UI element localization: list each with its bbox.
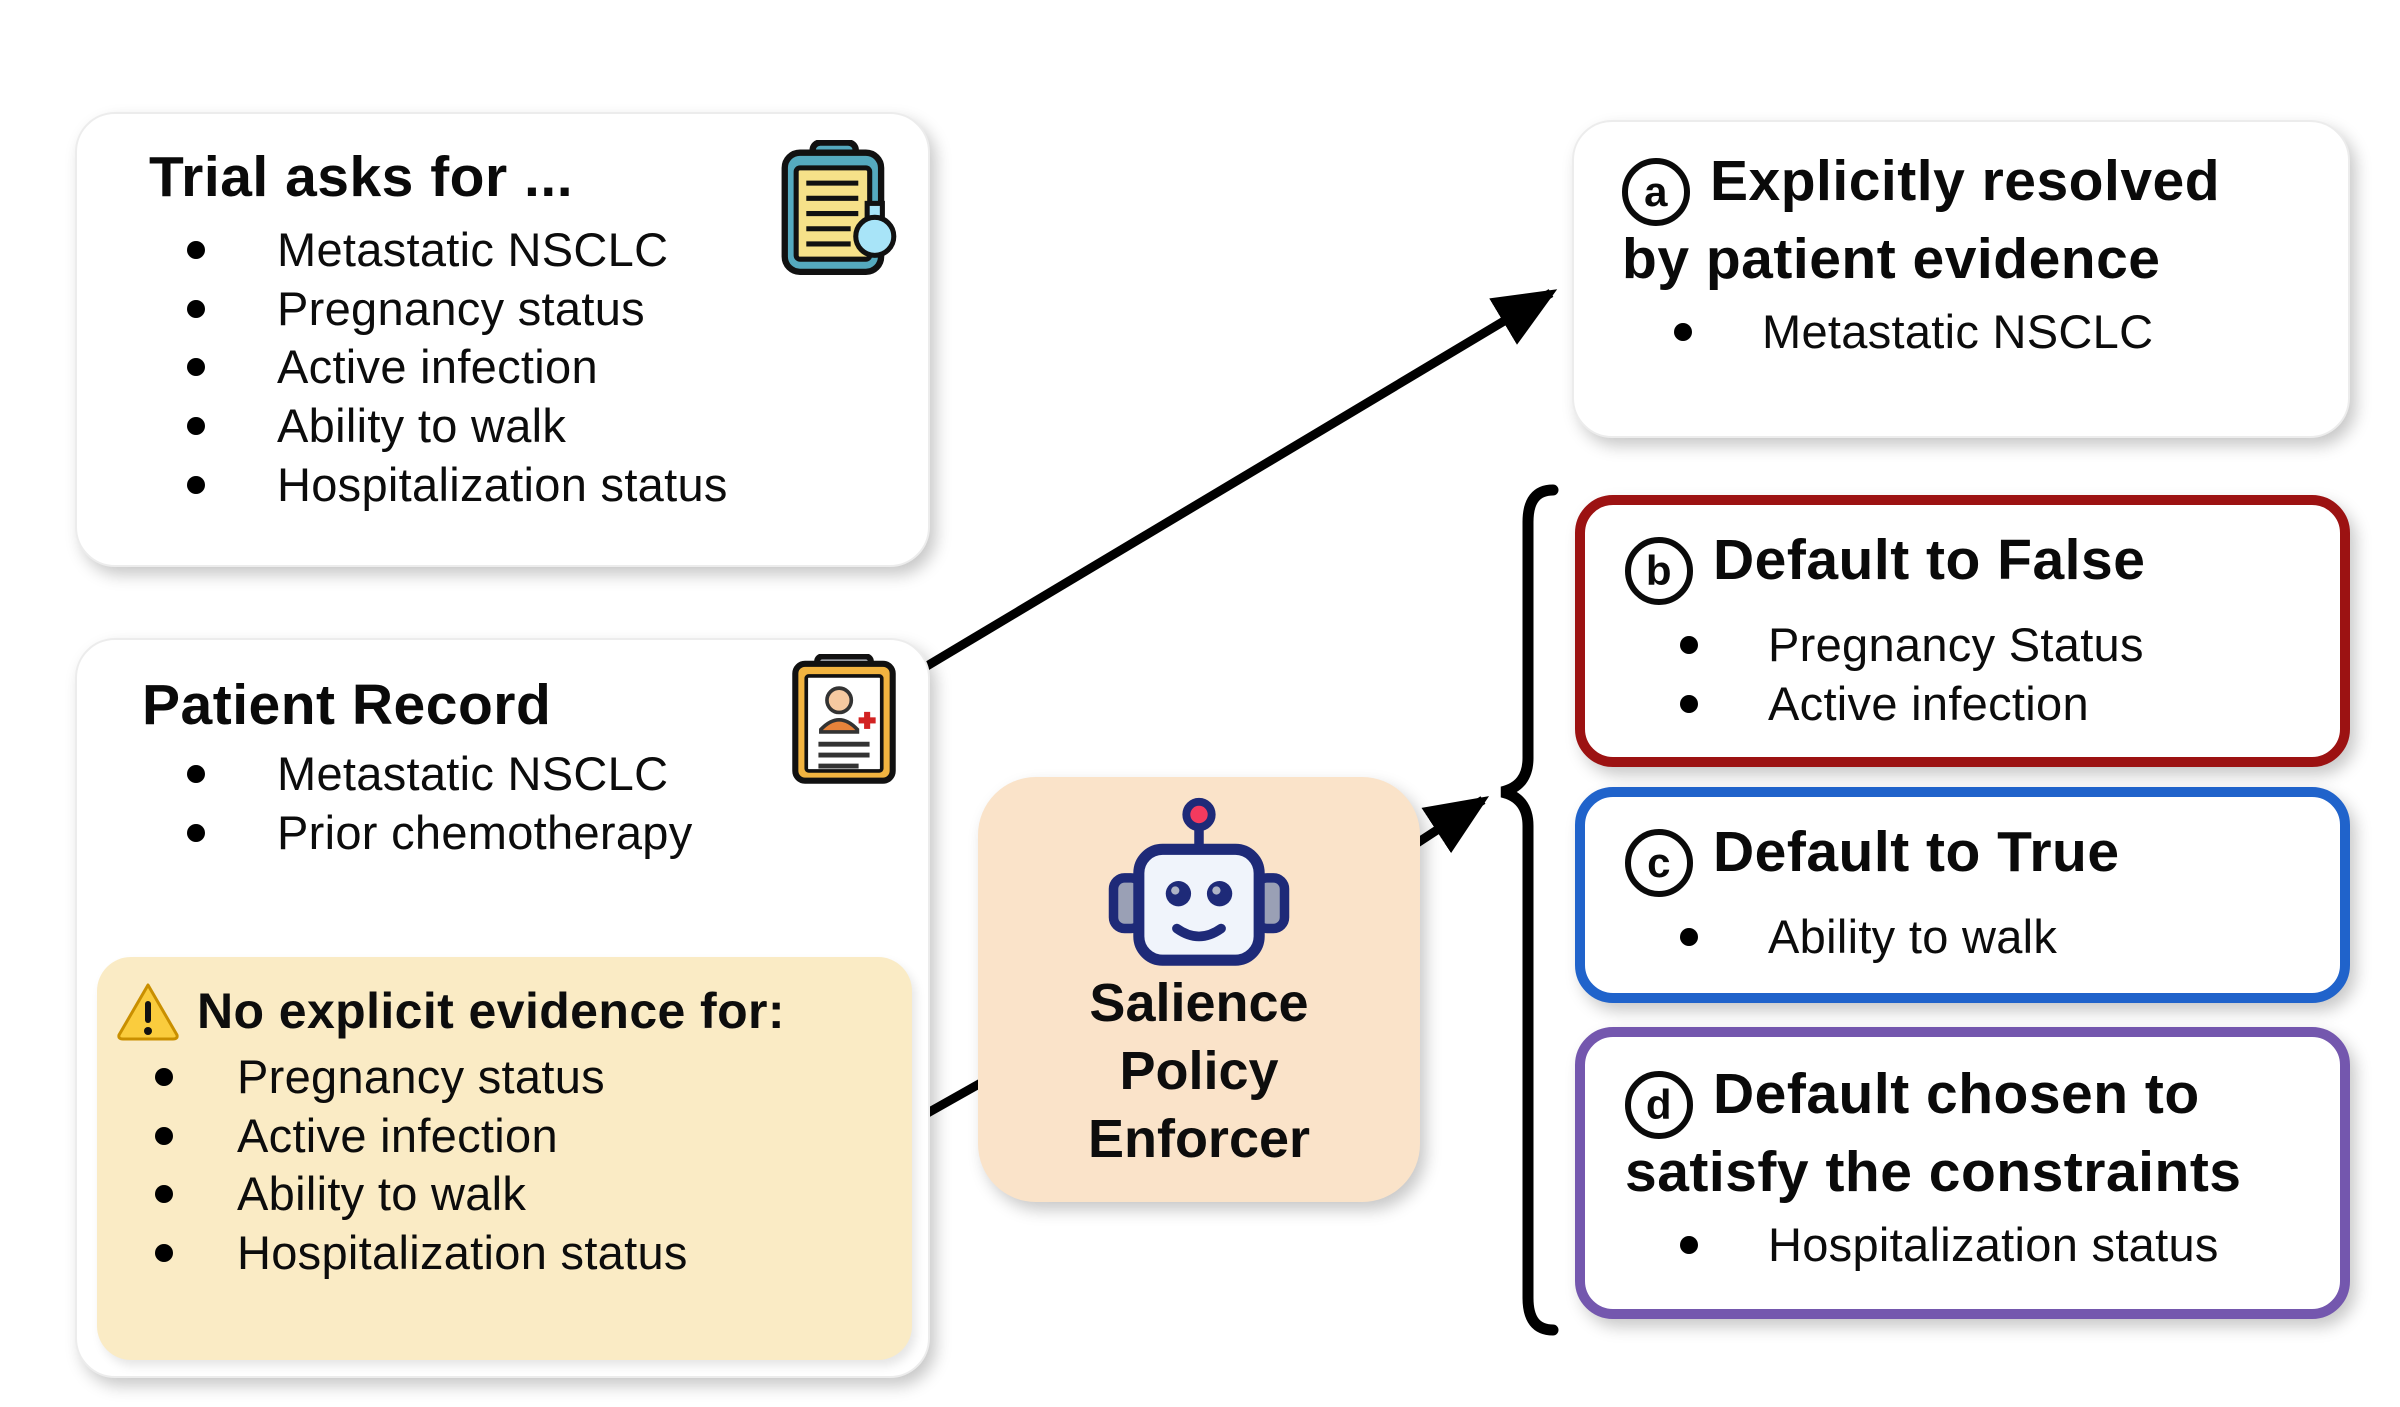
- bullet-dot: [155, 1243, 173, 1262]
- list-item-label: Ability to walk: [277, 399, 567, 453]
- list-item-label: Active infection: [237, 1108, 558, 1162]
- bullet-dot: [187, 240, 205, 259]
- list-item-label: Metastatic NSCLC: [277, 223, 669, 277]
- enforcer-label-line: Policy: [1119, 1041, 1279, 1102]
- list-item-label: Active infection: [277, 340, 598, 394]
- patient-card-title: Patient Record: [142, 673, 552, 737]
- bullet-dot: [1680, 928, 1698, 947]
- bullet-dot: [155, 1067, 173, 1086]
- bullet-dot: [1680, 1236, 1698, 1255]
- bullet-dot: [155, 1185, 173, 1204]
- outcome-card-default-false: b Default to False Pregnancy Status Activ…: [1575, 495, 2350, 767]
- robot-icon: [1108, 797, 1290, 966]
- list-item-label: Ability to walk: [1768, 910, 2058, 964]
- list-item: Metastatic NSCLC: [77, 748, 918, 800]
- list-item-label: Metastatic NSCLC: [277, 747, 669, 801]
- trial-card-title: Trial asks for ...: [149, 145, 574, 209]
- list-item-label: Prior chemotherapy: [277, 805, 693, 859]
- outcome-c-title: c Default to True: [1625, 819, 2330, 898]
- list-item-label: Pregnancy status: [277, 281, 645, 335]
- outcome-c-title-text: Default to True: [1713, 820, 2120, 884]
- list-item: Pregnancy status: [97, 1051, 902, 1103]
- list-item: Active infection: [1585, 678, 2330, 730]
- list-item: Hospitalization status: [77, 459, 918, 511]
- list-item-label: Metastatic NSCLC: [1762, 305, 2154, 359]
- no-evidence-panel: No explicit evidence for: Pregnancy stat…: [97, 957, 912, 1360]
- bullet-dot: [187, 299, 205, 318]
- outcome-d-title-line1: Default chosen to: [1713, 1062, 2200, 1126]
- list-item-label: Hospitalization status: [1768, 1218, 2219, 1272]
- outcome-d-title: d Default chosen to satisfy the constrain…: [1625, 1061, 2330, 1205]
- bullet-dot: [1680, 694, 1698, 713]
- outcome-card-default-constraints: d Default chosen to satisfy the constrain…: [1575, 1027, 2350, 1319]
- bullet-dot: [155, 1126, 173, 1145]
- outcome-a-title-line1: Explicitly resolved: [1710, 149, 2221, 213]
- trial-item-list: Metastatic NSCLC Pregnancy status Active…: [77, 224, 918, 510]
- no-evidence-title: No explicit evidence for:: [197, 983, 785, 1039]
- list-item-label: Ability to walk: [237, 1167, 527, 1221]
- list-item: Hospitalization status: [1585, 1219, 2330, 1271]
- outcome-d-title-line2: satisfy the constraints: [1625, 1140, 2242, 1205]
- outcome-b-title: b Default to False: [1625, 527, 2330, 606]
- enforcer-label-line: Salience: [1089, 973, 1309, 1033]
- list-item: Metastatic NSCLC: [77, 224, 918, 276]
- badge-d: d: [1625, 1071, 1693, 1140]
- badge-a: a: [1622, 158, 1690, 227]
- list-item: Metastatic NSCLC: [1574, 306, 2338, 358]
- list-item: Active infection: [77, 341, 918, 393]
- badge-b: b: [1625, 537, 1693, 606]
- bullet-dot: [187, 417, 205, 436]
- outcome-b-title-text: Default to False: [1713, 528, 2146, 592]
- outcome-card-explicitly-resolved: a Explicitly resolved by patient evidence…: [1572, 120, 2350, 438]
- patient-clipboard-icon: [792, 654, 896, 784]
- salience-policy-enforcer-card: Salience Policy Enforcer: [978, 777, 1420, 1202]
- bullet-dot: [187, 475, 205, 494]
- bullet-dot: [187, 764, 205, 783]
- list-item-label: Active infection: [1768, 677, 2089, 731]
- patient-item-list: Metastatic NSCLC Prior chemotherapy: [77, 748, 918, 858]
- list-item-label: Hospitalization status: [277, 457, 728, 511]
- list-item: Ability to walk: [1585, 911, 2330, 963]
- arrow-patient-to-resolved: [847, 289, 1558, 716]
- enforcer-label: Salience Policy Enforcer: [1088, 969, 1310, 1173]
- enforcer-label-line: Enforcer: [1087, 1109, 1311, 1170]
- list-item-label: Pregnancy Status: [1768, 618, 2144, 672]
- list-item: Prior chemotherapy: [77, 807, 918, 859]
- badge-c: c: [1625, 829, 1693, 898]
- list-item-label: Hospitalization status: [237, 1226, 688, 1280]
- list-item: Ability to walk: [77, 400, 918, 452]
- outcome-a-title: a Explicitly resolved by patient evidence: [1622, 148, 2338, 292]
- bullet-dot: [187, 358, 205, 377]
- trial-clipboard-icon: [781, 140, 897, 276]
- list-item-label: Pregnancy status: [237, 1050, 605, 1103]
- warning-icon: [117, 983, 179, 1041]
- bullet-dot: [187, 823, 205, 842]
- no-evidence-header: No explicit evidence for:: [115, 981, 902, 1041]
- curly-brace: [1500, 484, 1559, 1336]
- outcome-card-default-true: c Default to True Ability to walk: [1575, 787, 2350, 1003]
- bullet-dot: [1674, 323, 1692, 342]
- trial-criteria-card: Trial asks for ... Metastatic NSCLC Preg…: [75, 112, 930, 567]
- bullet-dot: [1680, 636, 1698, 655]
- patient-record-card: Patient Record Metastatic NSCLC Prior ch…: [75, 638, 930, 1378]
- list-item: Pregnancy Status: [1585, 619, 2330, 671]
- list-item: Ability to walk: [97, 1168, 902, 1220]
- arrow-enforcer-to-brace: [1408, 796, 1490, 854]
- list-item: Active infection: [97, 1108, 902, 1162]
- list-item: Pregnancy status: [77, 283, 918, 335]
- outcome-a-title-line2: by patient evidence: [1622, 227, 2161, 292]
- list-item: Hospitalization status: [97, 1227, 902, 1279]
- no-evidence-list: Pregnancy status Active infection Abilit…: [97, 1051, 902, 1279]
